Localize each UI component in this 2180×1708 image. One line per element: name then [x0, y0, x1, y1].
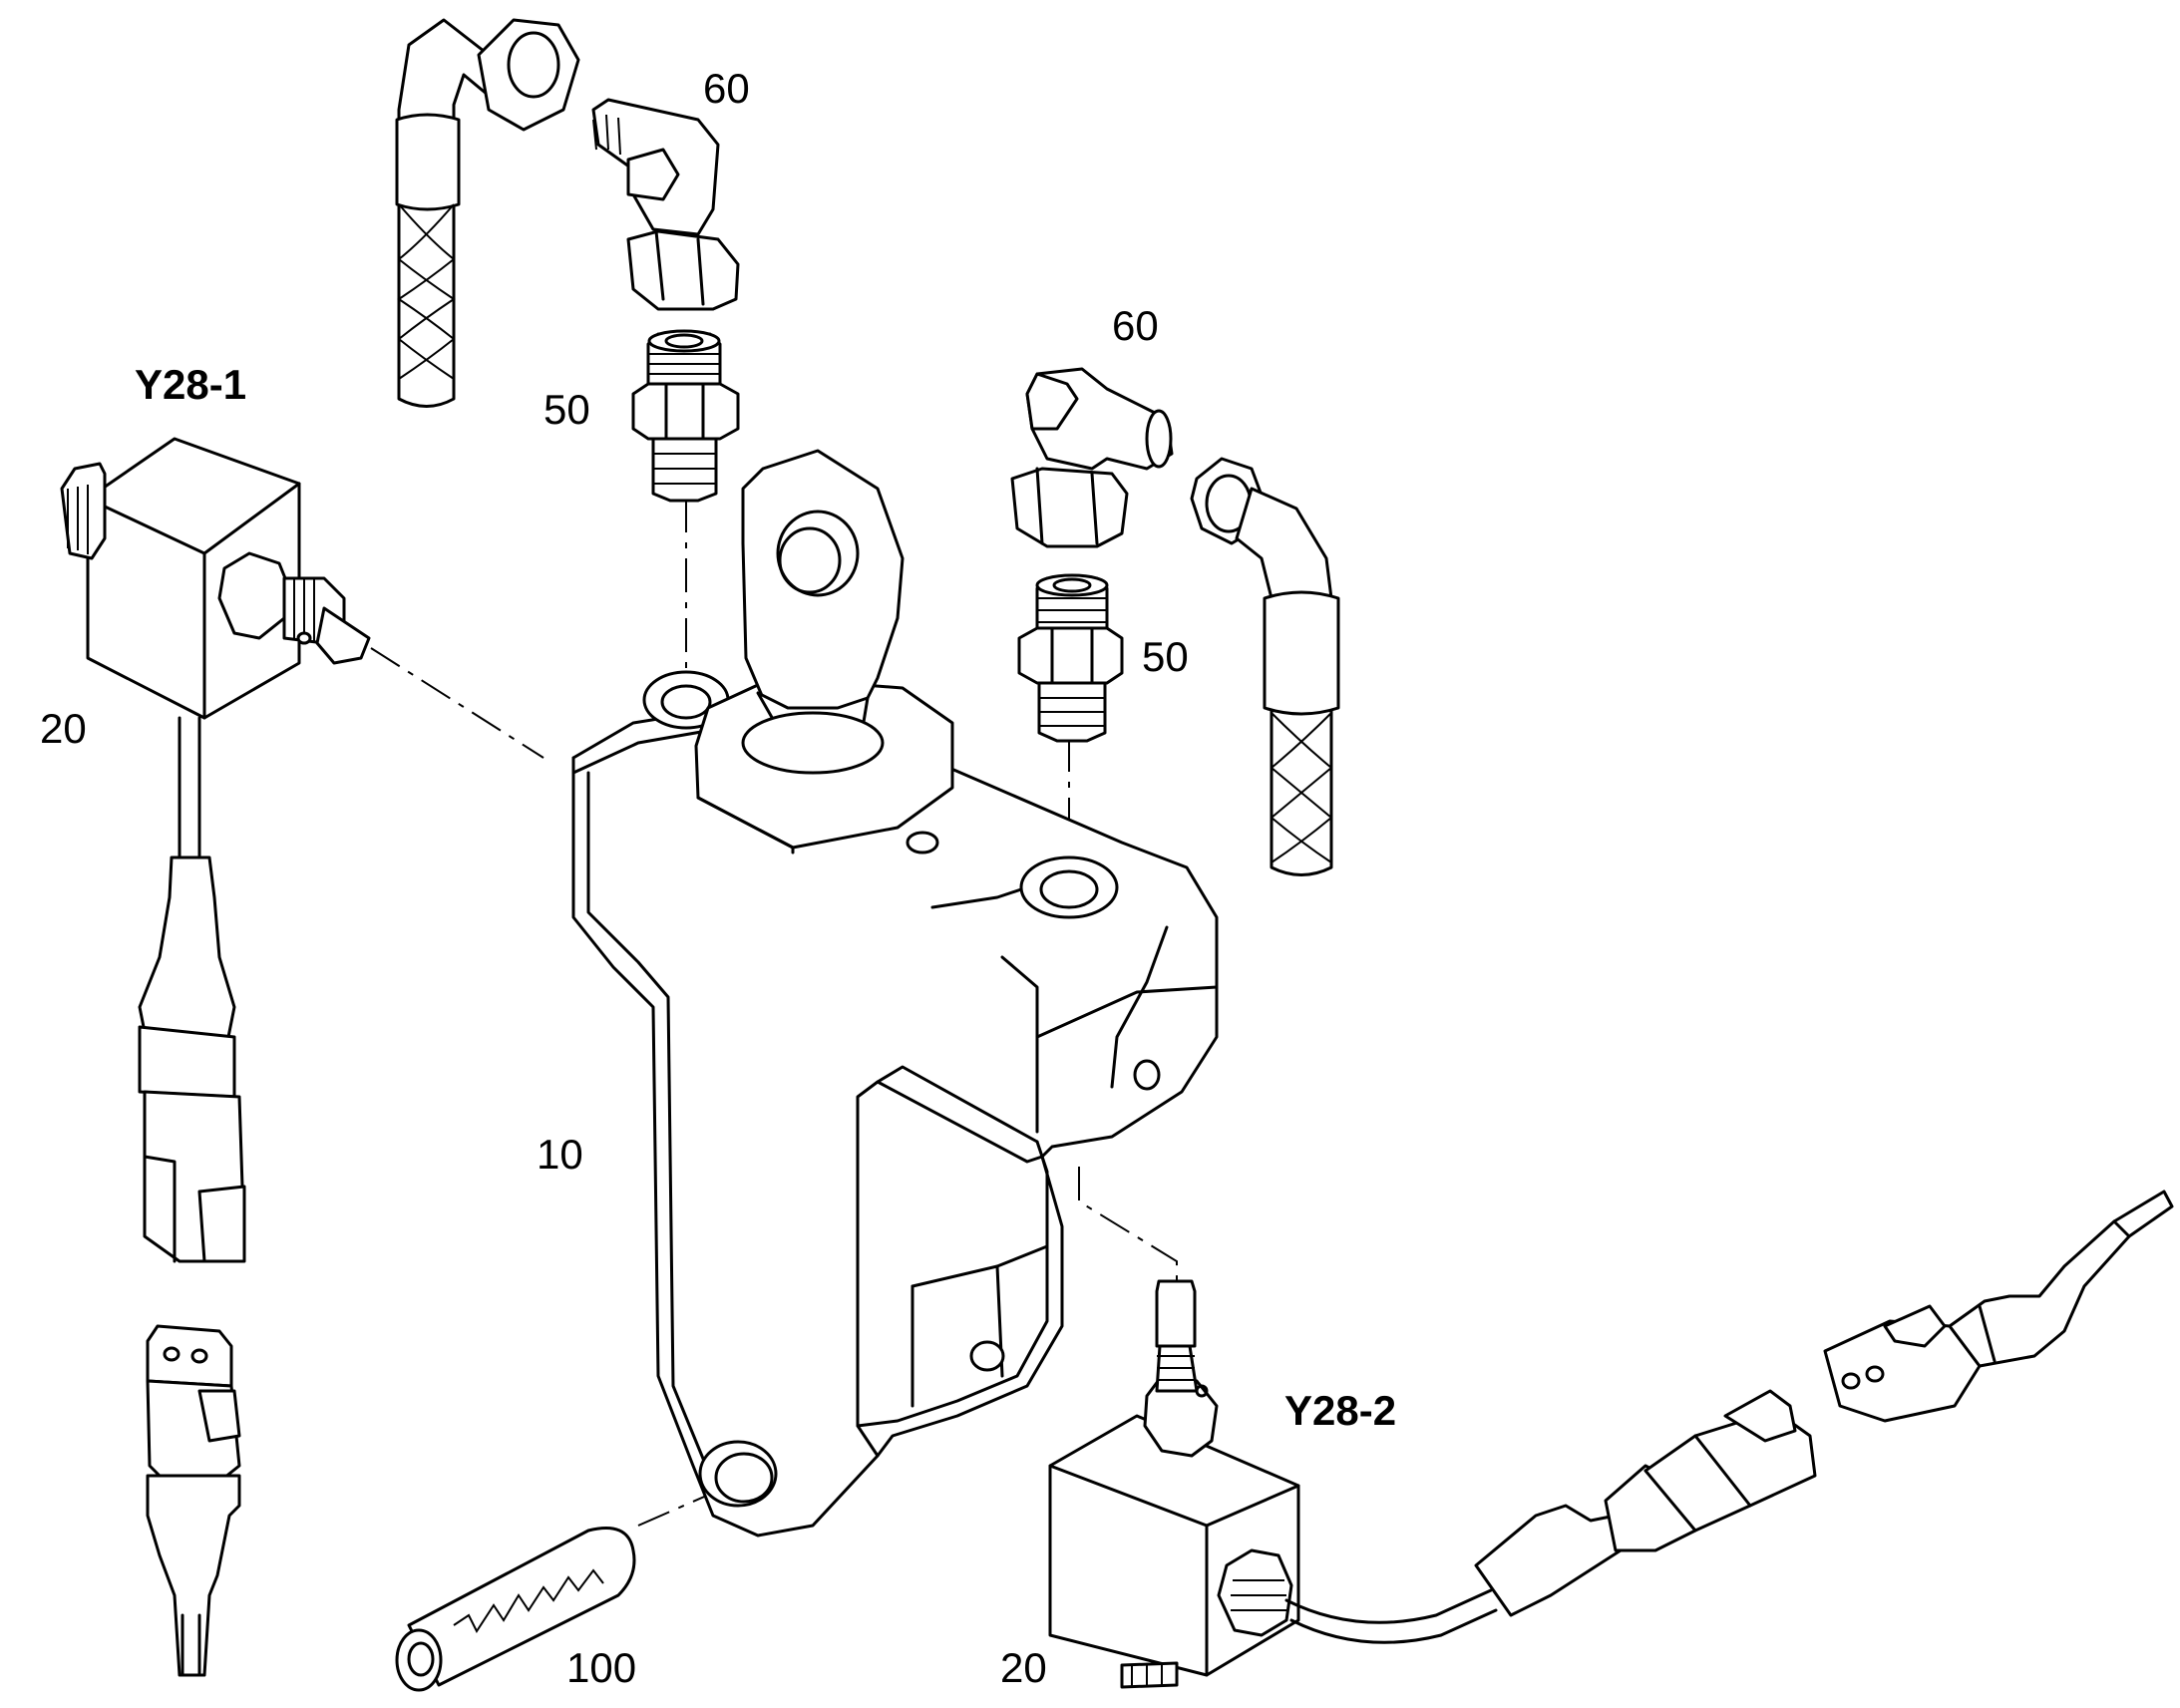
- label-valve-y28-1: Y28-1: [135, 361, 247, 408]
- label-part-60-top: 60: [703, 65, 750, 112]
- label-valve-y28-2: Y28-2: [1284, 1387, 1397, 1434]
- label-part-50-right: 50: [1142, 633, 1189, 680]
- label-part-20-bottom: 20: [1000, 1644, 1047, 1691]
- hose-right: [1190, 457, 1340, 876]
- label-part-100: 100: [566, 1644, 637, 1691]
- solenoid-valve-y28-1: [60, 437, 371, 1263]
- connector-far-right: [1823, 1190, 2174, 1423]
- connector-left-bottom: [146, 1324, 241, 1677]
- elbow-fitting-right: [1010, 367, 1174, 548]
- connector-bottom-right: [1474, 1389, 1817, 1617]
- rod-eye: [741, 449, 905, 775]
- label-part-10: 10: [537, 1131, 583, 1178]
- label-part-20-left: 20: [40, 705, 87, 752]
- label-part-60-right: 60: [1112, 302, 1159, 349]
- elbow-fitting-top: [591, 98, 740, 311]
- cylinder-housing: [571, 670, 1219, 1537]
- nipple-fitting-top: [631, 329, 740, 503]
- solenoid-valve-y28-2: [1048, 1279, 1498, 1689]
- nipple-fitting-right: [1017, 573, 1124, 743]
- label-part-50-top: 50: [544, 386, 590, 433]
- pin-part-100: [395, 1527, 636, 1692]
- hose-top-left: [395, 18, 580, 408]
